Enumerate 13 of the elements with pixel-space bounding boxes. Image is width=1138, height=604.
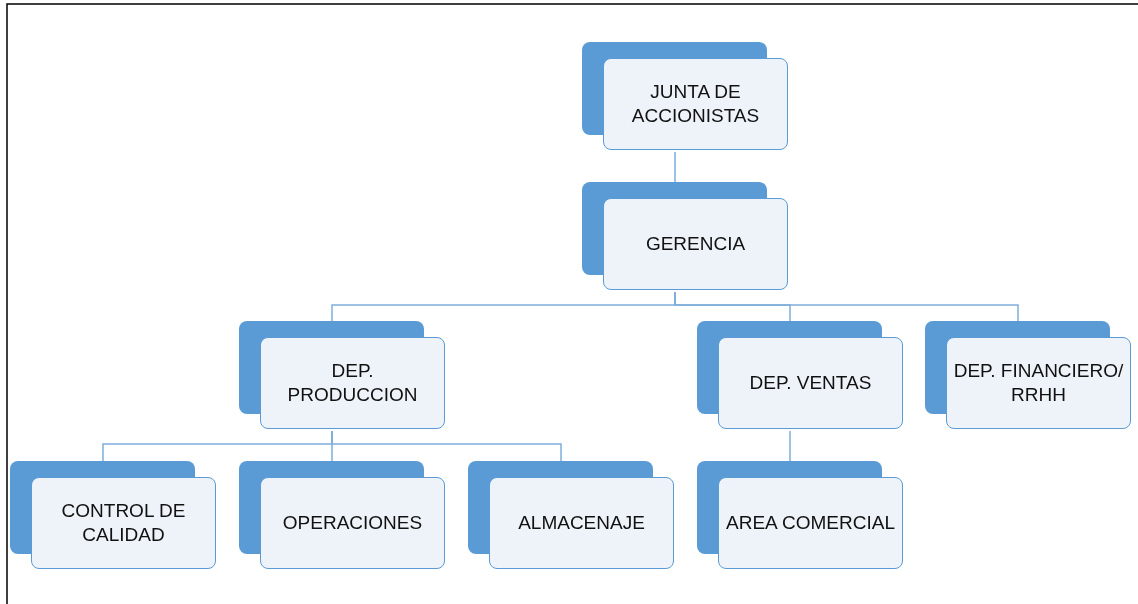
box-label: GERENCIA: [644, 232, 747, 256]
box-label: DEP. FINANCIERO/ RRHH: [952, 359, 1125, 407]
connector-line: [674, 151, 676, 183]
box-label: JUNTA DE ACCIONISTAS: [630, 80, 761, 128]
box-label: DEP. VENTAS: [748, 371, 873, 395]
box-label: AREA COMERCIAL: [725, 511, 896, 535]
connector-line: [331, 430, 562, 462]
box-label: OPERACIONES: [281, 511, 424, 535]
box-label: CONTROL DE CALIDAD: [60, 499, 187, 547]
box-label: DEP. PRODUCCION: [286, 359, 419, 407]
connector-line: [789, 430, 791, 462]
box-label: ALMACENAJE: [517, 511, 646, 535]
connector-line: [674, 291, 1019, 322]
